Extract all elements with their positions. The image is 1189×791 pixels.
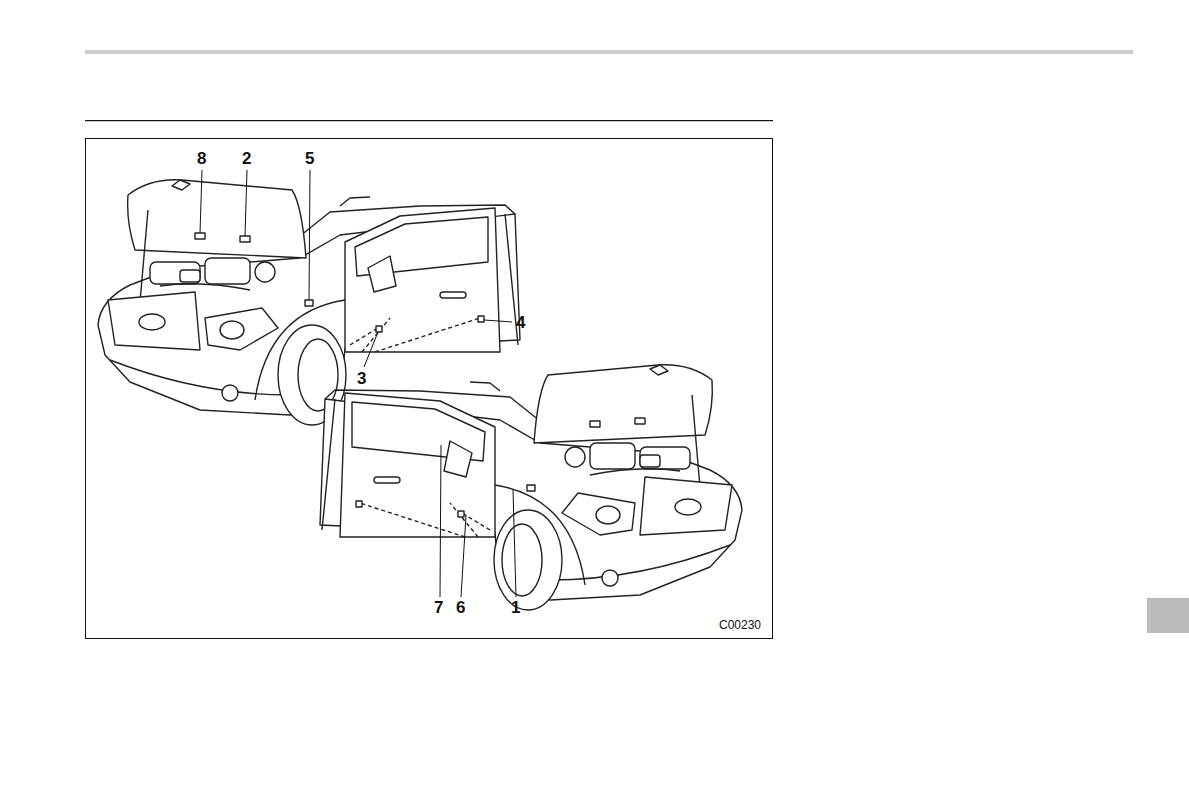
chapter-tab	[1147, 598, 1189, 633]
right-car	[320, 365, 742, 610]
callout-number: 6	[456, 599, 465, 616]
callout-number: 8	[197, 150, 206, 167]
callout-number: 3	[357, 370, 366, 387]
callout-number: 2	[242, 150, 251, 167]
leader-lines	[200, 170, 516, 597]
header-rule	[85, 50, 1133, 54]
section-rule	[85, 120, 773, 121]
figure-code: C00230	[719, 619, 761, 631]
callout-number: 5	[305, 150, 314, 167]
callout-number: 7	[434, 599, 443, 616]
callout-number: 1	[511, 599, 520, 616]
left-car	[98, 180, 520, 425]
figure-frame	[86, 139, 773, 639]
callout-number: 4	[516, 314, 525, 331]
